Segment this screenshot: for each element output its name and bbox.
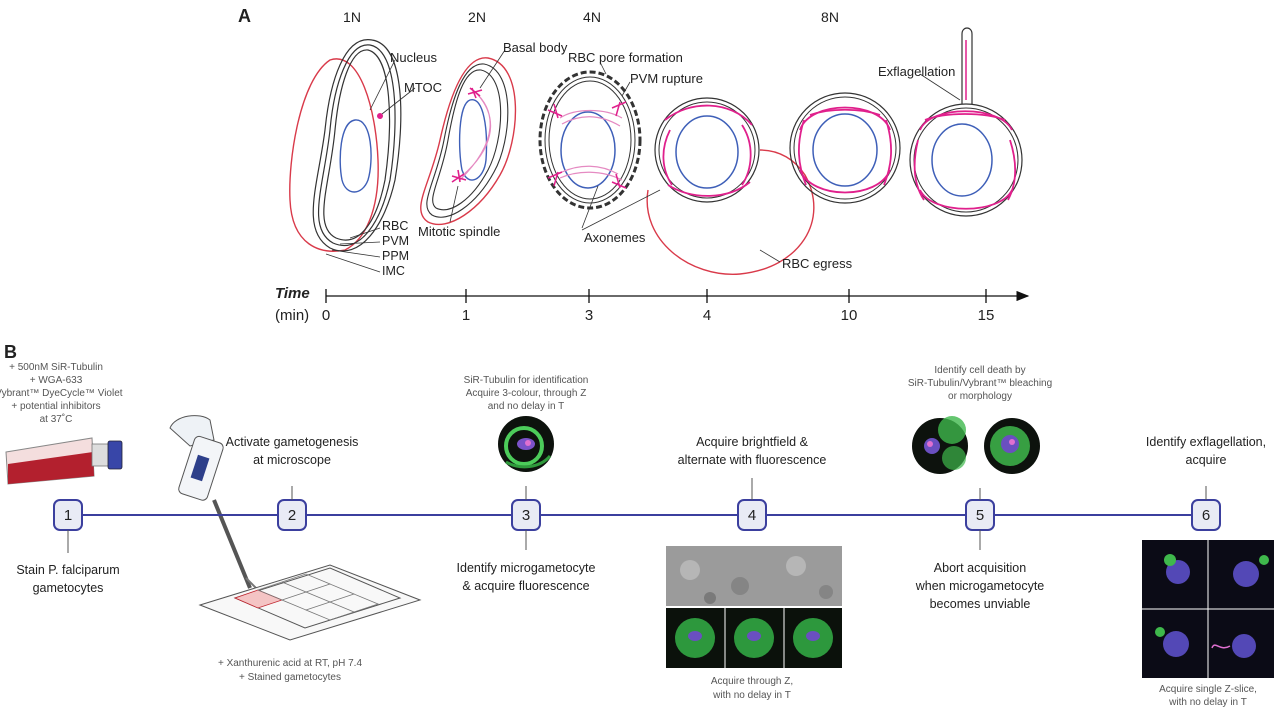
step-2-number: 2	[288, 507, 296, 524]
step-6-text-line-1: Identify exflagellation,	[1146, 435, 1266, 449]
stain-line-3: +Vybrant™ DyeCycle™ Violet	[0, 388, 123, 399]
step-5-note-line-3: or morphology	[948, 391, 1012, 402]
gametocyte-1n	[289, 39, 402, 252]
step-5-text-line-3: becomes unviable	[930, 597, 1031, 611]
step-6-caption-line-1: Acquire single Z-slice,	[1159, 684, 1257, 695]
mtoc-dot	[377, 113, 383, 119]
step-3-note-line-2: Acquire 3-colour, through Z	[466, 388, 587, 399]
nucleus-1n	[339, 119, 372, 193]
panel-a-label: A	[238, 6, 251, 26]
tick-10: 10	[841, 307, 858, 324]
label-ppm: PPM	[382, 249, 409, 263]
gametocyte-8n	[789, 92, 901, 204]
ploidy-1n: 1N	[343, 9, 361, 25]
step-5-text-line-1: Abort acquisition	[934, 561, 1026, 575]
step-3-note-line-3: and no delay in T	[488, 401, 565, 412]
step-4-caption-line-2: with no delay in T	[712, 690, 791, 701]
label-axonemes: Axonemes	[584, 230, 646, 245]
step-1-number: 1	[64, 507, 72, 524]
label-pvm: PVM	[382, 234, 409, 248]
label-rbc-egress: RBC egress	[782, 256, 853, 271]
ploidy-4n: 4N	[583, 9, 601, 25]
step-5-marker: 5	[965, 499, 995, 531]
stain-line-1: + 500nM SiR-Tubulin	[9, 362, 103, 373]
step-3-number: 3	[522, 507, 530, 524]
stain-line-2: + WGA-633	[30, 375, 83, 386]
step-6-text-line-2: acquire	[1186, 453, 1227, 467]
step-6-micrograph-grid	[1142, 540, 1274, 678]
label-pvm-rupture: PVM rupture	[630, 71, 703, 86]
ploidy-2n: 2N	[468, 9, 486, 25]
label-mtoc: MTOC	[404, 80, 442, 95]
step-5-text-line-2: when microgametocyte	[915, 579, 1045, 593]
label-imc: IMC	[382, 264, 405, 278]
chamber-slide-illustration	[198, 564, 422, 641]
step-4-caption-line-1: Acquire through Z,	[711, 676, 793, 687]
step-2-text-line-1: Activate gametogenesis	[226, 435, 359, 449]
step-6-number: 6	[1202, 507, 1210, 524]
step-5-note-line-1: Identify cell death by	[934, 365, 1025, 376]
ploidy-8n: 8N	[821, 9, 839, 25]
tick-4: 4	[703, 307, 711, 324]
step-1-text-line-1: Stain P. falciparum	[16, 563, 119, 577]
time-axis: Time (min) 0 1 3 4 10 15	[275, 285, 1030, 324]
label-rbc: RBC	[382, 219, 408, 233]
step-1-marker: 1	[53, 499, 83, 531]
label-nucleus: Nucleus	[390, 50, 437, 65]
stain-line-5: at 37˚C	[40, 413, 73, 425]
step-4-text-line-2: alternate with fluorescence	[678, 453, 827, 467]
stain-conditions: + 500nM SiR-Tubulin + WGA-633 +Vybrant™ …	[0, 362, 123, 425]
tick-0: 0	[322, 307, 330, 324]
time-axis-unit: (min)	[275, 307, 309, 324]
step-4-number: 4	[748, 507, 756, 524]
step-3-text-line-1: Identify microgametocyte	[457, 561, 596, 575]
panel-b-label: B	[4, 342, 17, 362]
step-3-note-line-1: SiR-Tubulin for identification	[464, 375, 589, 386]
rbc-egress-membrane	[646, 149, 815, 275]
step-3-micrograph	[498, 416, 554, 472]
gametocyte-egress	[646, 97, 815, 275]
step-4-text-line-1: Acquire brightfield &	[696, 435, 809, 449]
label-exflagellation: Exflagellation	[878, 64, 955, 79]
gametocyte-4n	[538, 70, 642, 210]
step-2-marker: 2	[277, 499, 307, 531]
step-5-micrograph-left	[912, 416, 968, 474]
tick-3: 3	[585, 307, 593, 324]
culture-flask-illustration	[5, 437, 123, 485]
step-4-brightfield-strip	[666, 546, 842, 606]
tick-1: 1	[462, 307, 470, 324]
step-5-note-line-2: SiR-Tubulin/Vybrant™ bleaching	[908, 378, 1052, 389]
tick-15: 15	[978, 307, 995, 324]
step-5-micrograph-right	[984, 418, 1040, 474]
label-basal-body: Basal body	[503, 40, 568, 55]
pipette-illustration	[169, 415, 265, 597]
step-5-number: 5	[976, 507, 984, 524]
step-6-marker: 6	[1191, 499, 1221, 531]
gametocyte-exflagellation	[909, 27, 1023, 217]
stain-line-4: + potential inhibitors	[11, 401, 100, 412]
step-4-fluorescence-strip	[666, 608, 842, 668]
label-mitotic-spindle: Mitotic spindle	[418, 224, 500, 239]
gametocyte-2n	[420, 57, 517, 226]
step-2-text-line-2: at microscope	[253, 453, 331, 467]
activation-note-line-1: + Xanthurenic acid at RT, pH 7.4	[218, 658, 363, 669]
step-4-marker: 4	[737, 499, 767, 531]
step-6-caption-line-2: with no delay in T	[1168, 697, 1247, 708]
time-axis-title: Time	[275, 285, 310, 302]
step-1-text-line-2: gametocytes	[33, 581, 104, 595]
step-3-marker: 3	[511, 499, 541, 531]
rbc-membrane-1n	[289, 58, 379, 252]
label-rbc-pore: RBC pore formation	[568, 50, 683, 65]
activation-note-line-2: + Stained gametocytes	[239, 672, 341, 683]
step-3-text-line-2: & acquire fluorescence	[462, 579, 589, 593]
